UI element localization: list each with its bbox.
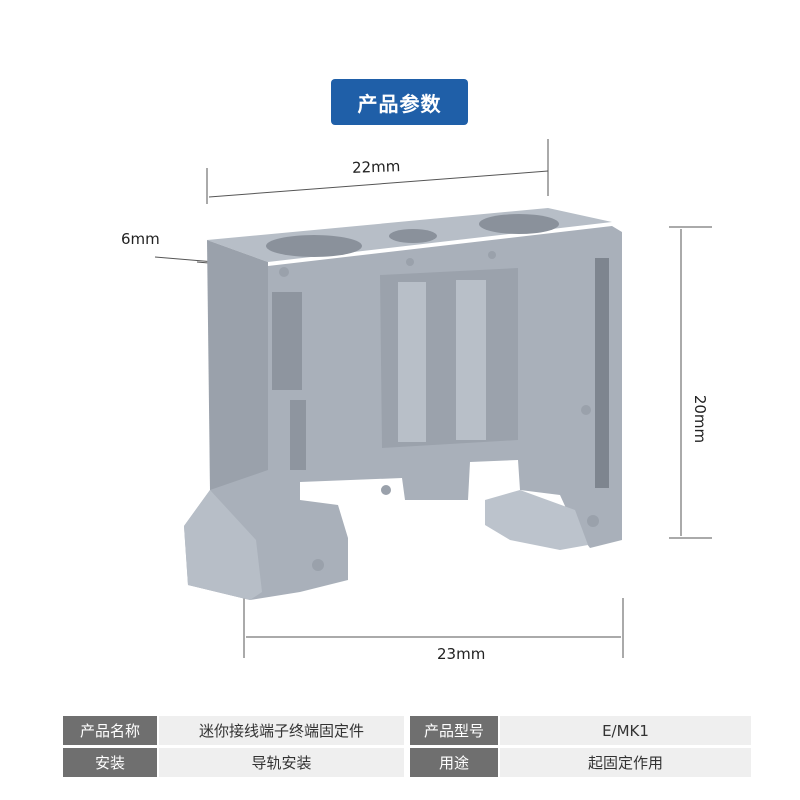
spec-label: 用途	[410, 748, 498, 777]
dimension-width-top-label: 22mm	[352, 157, 401, 177]
spec-label: 产品名称	[63, 716, 157, 745]
end-bracket-clip	[184, 208, 622, 600]
spec-table: 产品名称 迷你接线端子终端固定件 产品型号 E/MK1 安装 导轨安装 用途 起…	[63, 716, 751, 780]
dimension-height-label: 20mm	[691, 395, 709, 443]
spec-value: 起固定作用	[500, 748, 751, 777]
spec-row: 安装 导轨安装 用途 起固定作用	[63, 748, 751, 777]
spec-label: 安装	[63, 748, 157, 777]
spec-row: 产品名称 迷你接线端子终端固定件 产品型号 E/MK1	[63, 716, 751, 745]
spec-value: 迷你接线端子终端固定件	[159, 716, 404, 745]
dimension-width-bottom-label: 23mm	[437, 645, 485, 663]
dimension-depth-label: 6mm	[121, 230, 160, 248]
spec-value: 导轨安装	[159, 748, 404, 777]
spec-label: 产品型号	[410, 716, 498, 745]
spec-value: E/MK1	[500, 716, 751, 745]
